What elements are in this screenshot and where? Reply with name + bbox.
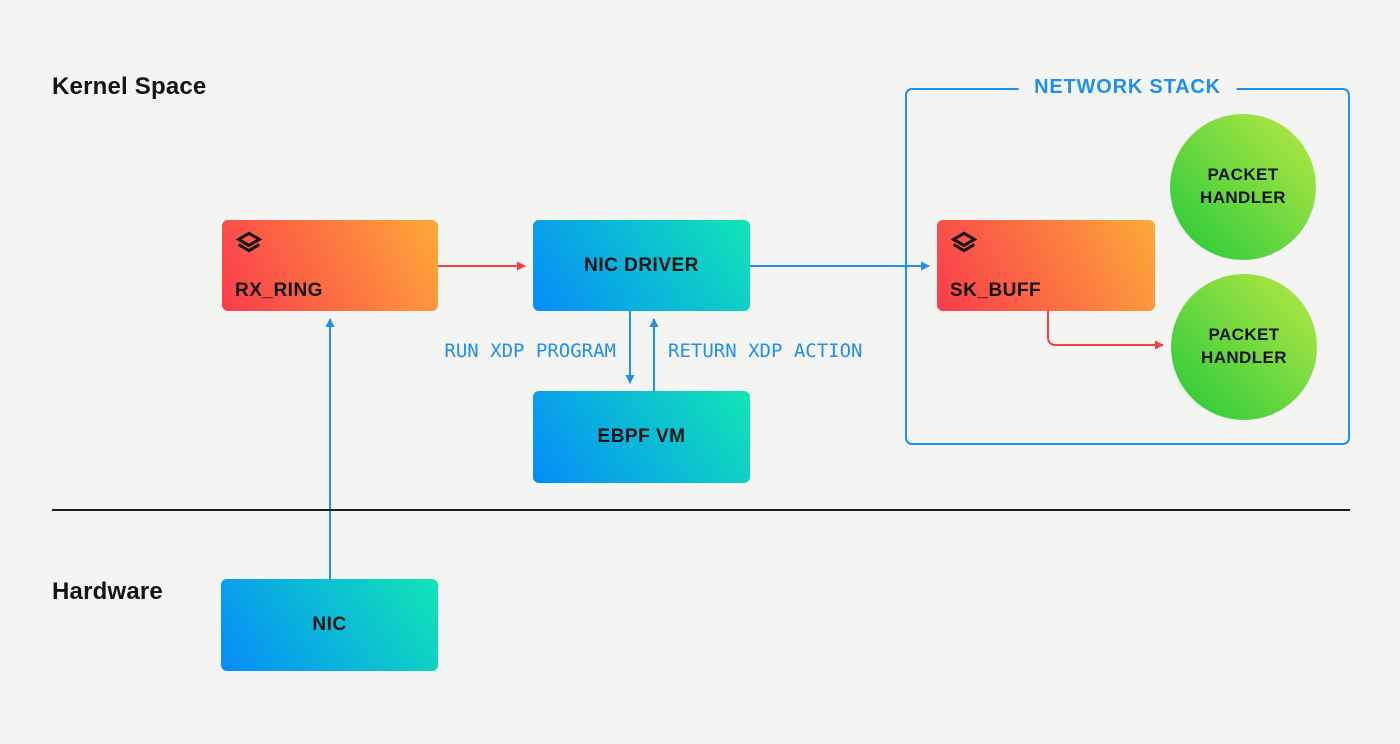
rx-ring-label: RX_RING: [235, 280, 323, 301]
hardware-label: Hardware: [52, 578, 163, 605]
node-rx-ring: RX_RING: [222, 220, 438, 311]
sk-buff-label: SK_BUFF: [950, 280, 1042, 301]
node-nic-driver: NIC DRIVER: [533, 220, 750, 311]
node-packet-handler-bottom: PACKET HANDLER: [1171, 274, 1317, 420]
run-xdp-program-label: RUN XDP PROGRAM: [444, 340, 616, 362]
return-xdp-action-label: RETURN XDP ACTION: [668, 340, 863, 362]
layers-icon: [949, 230, 1143, 260]
nic-label: NIC: [312, 614, 347, 635]
node-ebpf-vm: EBPF VM: [533, 391, 750, 483]
ebpf-vm-label: EBPF VM: [597, 426, 686, 447]
node-sk-buff: SK_BUFF: [937, 220, 1155, 311]
network-stack-container: NETWORK STACK: [905, 76, 1350, 445]
kernel-hardware-divider: [52, 509, 1350, 511]
layers-icon: [234, 230, 426, 260]
kernel-space-label: Kernel Space: [52, 73, 207, 100]
packet-handler-bottom-label: PACKET HANDLER: [1201, 325, 1287, 367]
node-nic: NIC: [221, 579, 438, 671]
network-stack-title: NETWORK STACK: [1018, 76, 1237, 99]
nic-driver-label: NIC DRIVER: [584, 254, 699, 276]
packet-handler-top-label: PACKET HANDLER: [1200, 165, 1286, 207]
node-packet-handler-top: PACKET HANDLER: [1170, 114, 1316, 260]
